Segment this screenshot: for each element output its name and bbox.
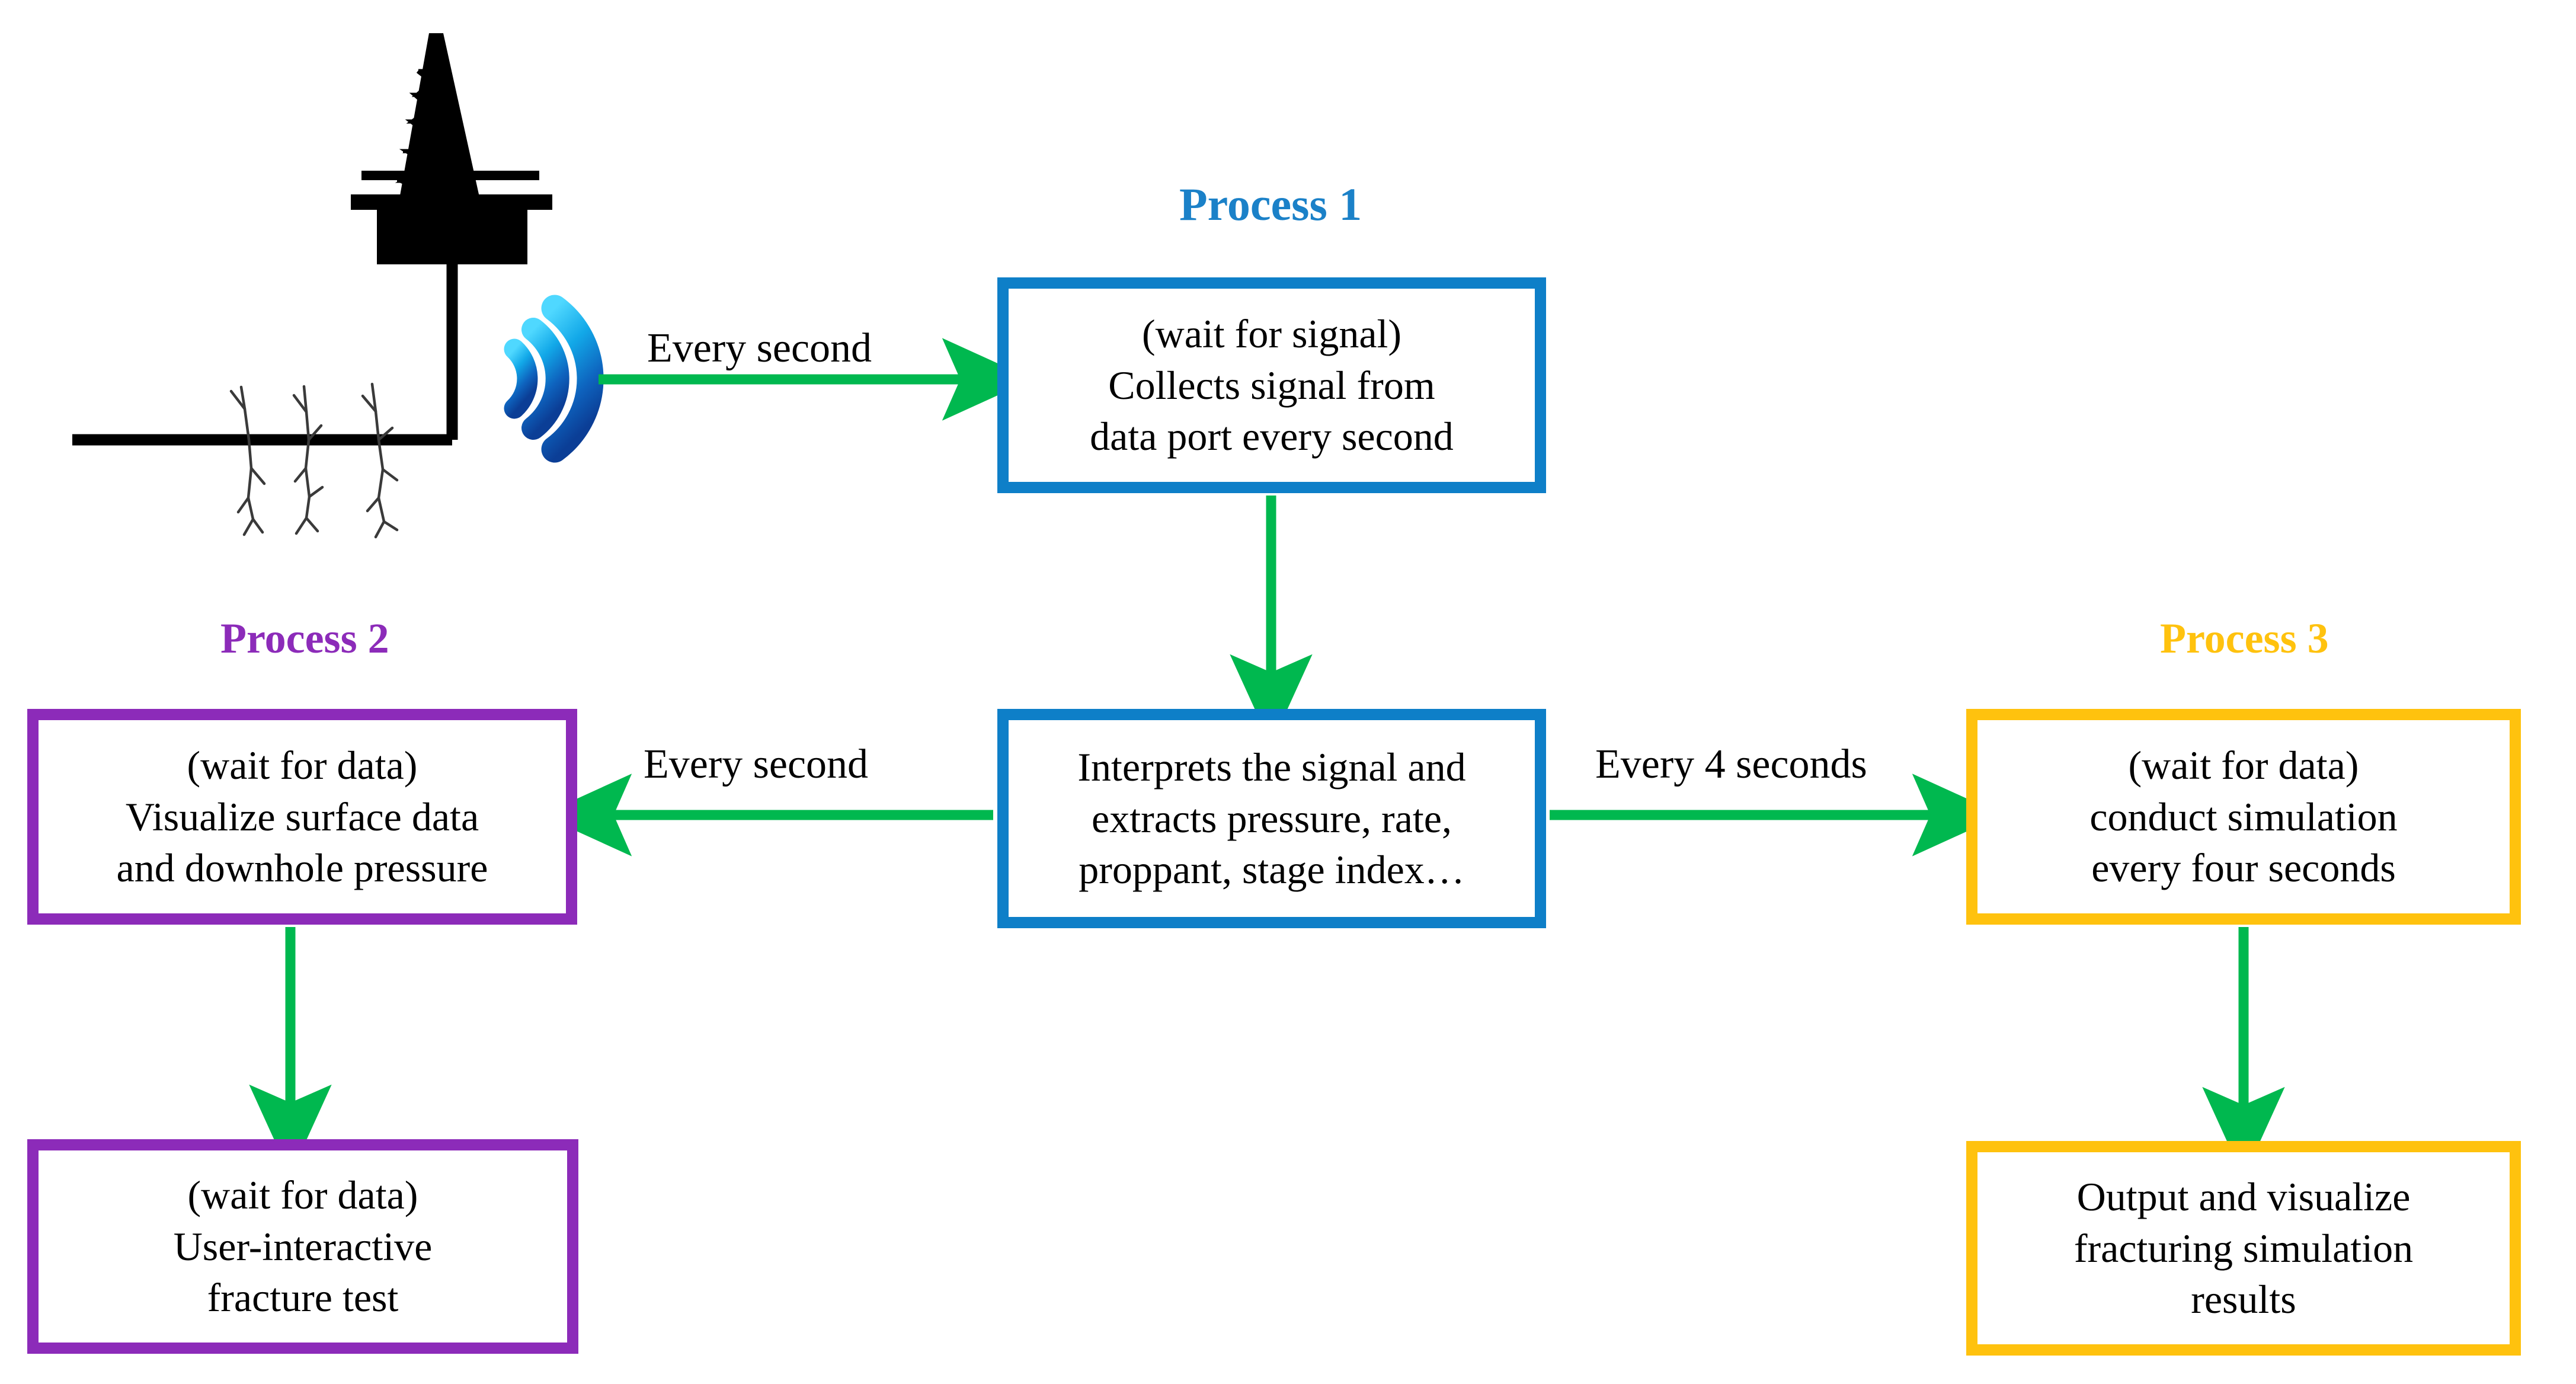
simulation-line-3: every four seconds [2091, 845, 2396, 891]
horizontal-wellbore-icon [72, 264, 458, 446]
fracture-test-line-2: User-interactive [173, 1223, 433, 1269]
fracture-test-line-1: (wait for data) [187, 1172, 418, 1218]
visualize-line-1: (wait for data) [187, 743, 418, 788]
process-1-title: Process 1 [1179, 178, 1362, 230]
collect-signal-box[interactable]: (wait for signal) Collects signal from d… [997, 277, 1546, 493]
fracture-test-line-3: fracture test [207, 1275, 399, 1321]
wireless-signal-icon [504, 295, 604, 463]
edge-label-interpret-to-simulation: Every 4 seconds [1595, 741, 1867, 787]
output-line-3: results [2191, 1277, 2296, 1322]
conduct-simulation-box[interactable]: (wait for data) conduct simulation every… [1966, 709, 2521, 925]
simulation-line-2: conduct simulation [2089, 794, 2398, 839]
interpret-signal-line-2: extracts pressure, rate, [1092, 795, 1452, 841]
visualize-line-3: and downhole pressure [116, 845, 488, 891]
visualize-line-2: Visualize surface data [125, 794, 479, 839]
edge-label-rig-to-collect: Every second [647, 325, 872, 371]
edge-label-interpret-to-visualize: Every second [644, 741, 869, 787]
output-line-2: fracturing simulation [2073, 1225, 2414, 1271]
collect-signal-line-3: data port every second [1090, 414, 1454, 459]
collect-signal-line-1: (wait for signal) [1141, 311, 1402, 357]
output-visualize-results-box[interactable]: Output and visualize fracturing simulati… [1966, 1141, 2521, 1356]
interpret-signal-line-1: Interprets the signal and [1077, 744, 1466, 790]
hydraulic-fracture-network-icon [229, 382, 399, 539]
output-line-1: Output and visualize [2076, 1174, 2411, 1220]
visualize-surface-data-box[interactable]: (wait for data) Visualize surface data a… [27, 709, 577, 925]
collect-signal-line-2: Collects signal from [1108, 362, 1435, 408]
process-2-title: Process 2 [220, 615, 389, 662]
process-3-title: Process 3 [2160, 615, 2329, 662]
drilling-rig-icon [351, 33, 552, 264]
interpret-signal-box[interactable]: Interprets the signal and extracts press… [997, 709, 1546, 928]
user-interactive-fracture-test-box[interactable]: (wait for data) User-interactive fractur… [27, 1139, 578, 1354]
simulation-line-1: (wait for data) [2128, 743, 2359, 788]
interpret-signal-line-3: proppant, stage index… [1079, 847, 1465, 893]
